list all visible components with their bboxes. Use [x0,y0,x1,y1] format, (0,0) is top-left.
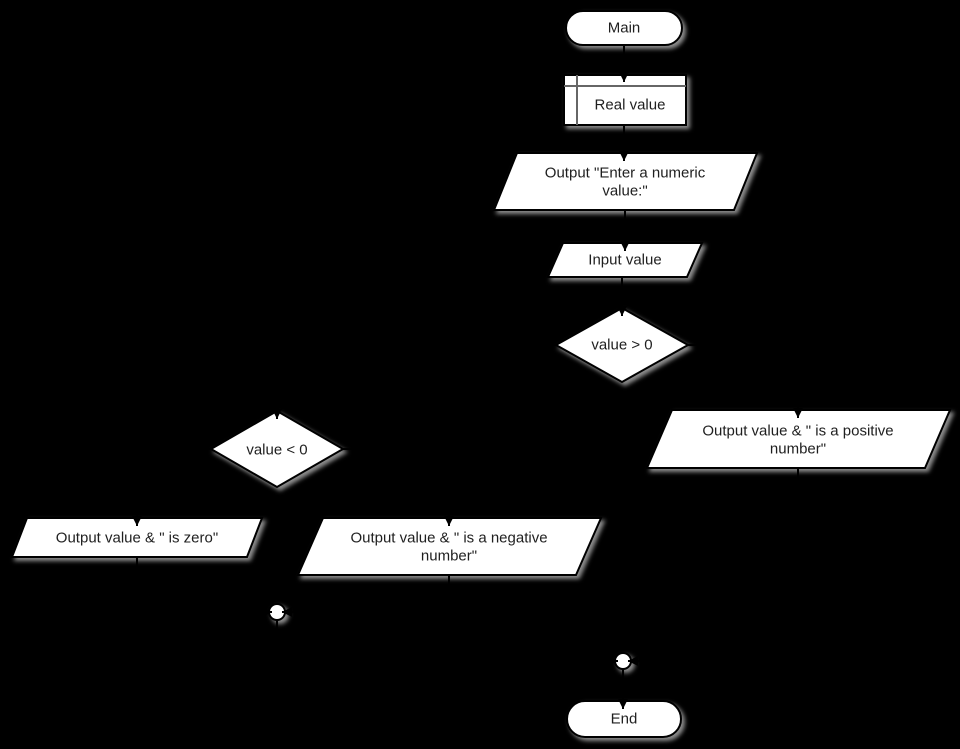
edge-outputpositive-mergeouter [628,468,799,666]
output-negative-node: Output value & " is a negative number" [296,517,603,576]
decision-negative-node: value < 0 [208,409,346,489]
output-positive-label-line2: number" [770,441,826,458]
start-label: Main [608,20,641,37]
input-shape [546,242,704,278]
decision-positive-node: value > 0 [553,306,691,384]
output-prompt-shape [492,152,759,211]
edge-decisionnegative-outputnegative [343,448,454,526]
output-zero-shape [10,517,264,558]
output-positive-shape [645,409,952,469]
edge-outputzero-mergeinner [136,557,272,617]
output-prompt-node: Output "Enter a numeric value:" [492,152,759,211]
output-prompt-label-line1: Output "Enter a numeric [545,165,706,182]
decision-negative-label: value < 0 [246,442,307,459]
declare-node: Real value [563,74,687,126]
flow-edges [132,45,803,709]
output-positive-label-line1: Output value & " is a positive [702,423,893,440]
output-negative-label-line2: number" [421,548,477,565]
start-node: Main [565,10,683,46]
declare-label: Real value [595,97,666,114]
edge-decisionnegative-outputzero [132,448,211,526]
output-prompt-label-line2: value:" [602,183,647,200]
output-negative-label-line1: Output value & " is a negative [350,530,547,547]
edge-outputnegative-mergeinner [282,575,450,617]
edge-mergeinner-mergeouter [276,620,618,666]
output-negative-shape [296,517,603,576]
output-positive-node: Output value & " is a positive number" [645,409,952,469]
output-zero-label: Output value & " is zero" [56,530,218,547]
edge-decisionpositive-decisionnegative [272,344,556,419]
input-label: Input value [588,252,661,269]
output-zero-node: Output value & " is zero" [10,517,264,558]
edge-decisionpositive-outputpositive [688,344,803,418]
end-label: End [611,711,638,728]
declare-shape [563,74,687,126]
input-node: Input value [546,242,704,278]
decision-positive-label: value > 0 [591,337,652,354]
